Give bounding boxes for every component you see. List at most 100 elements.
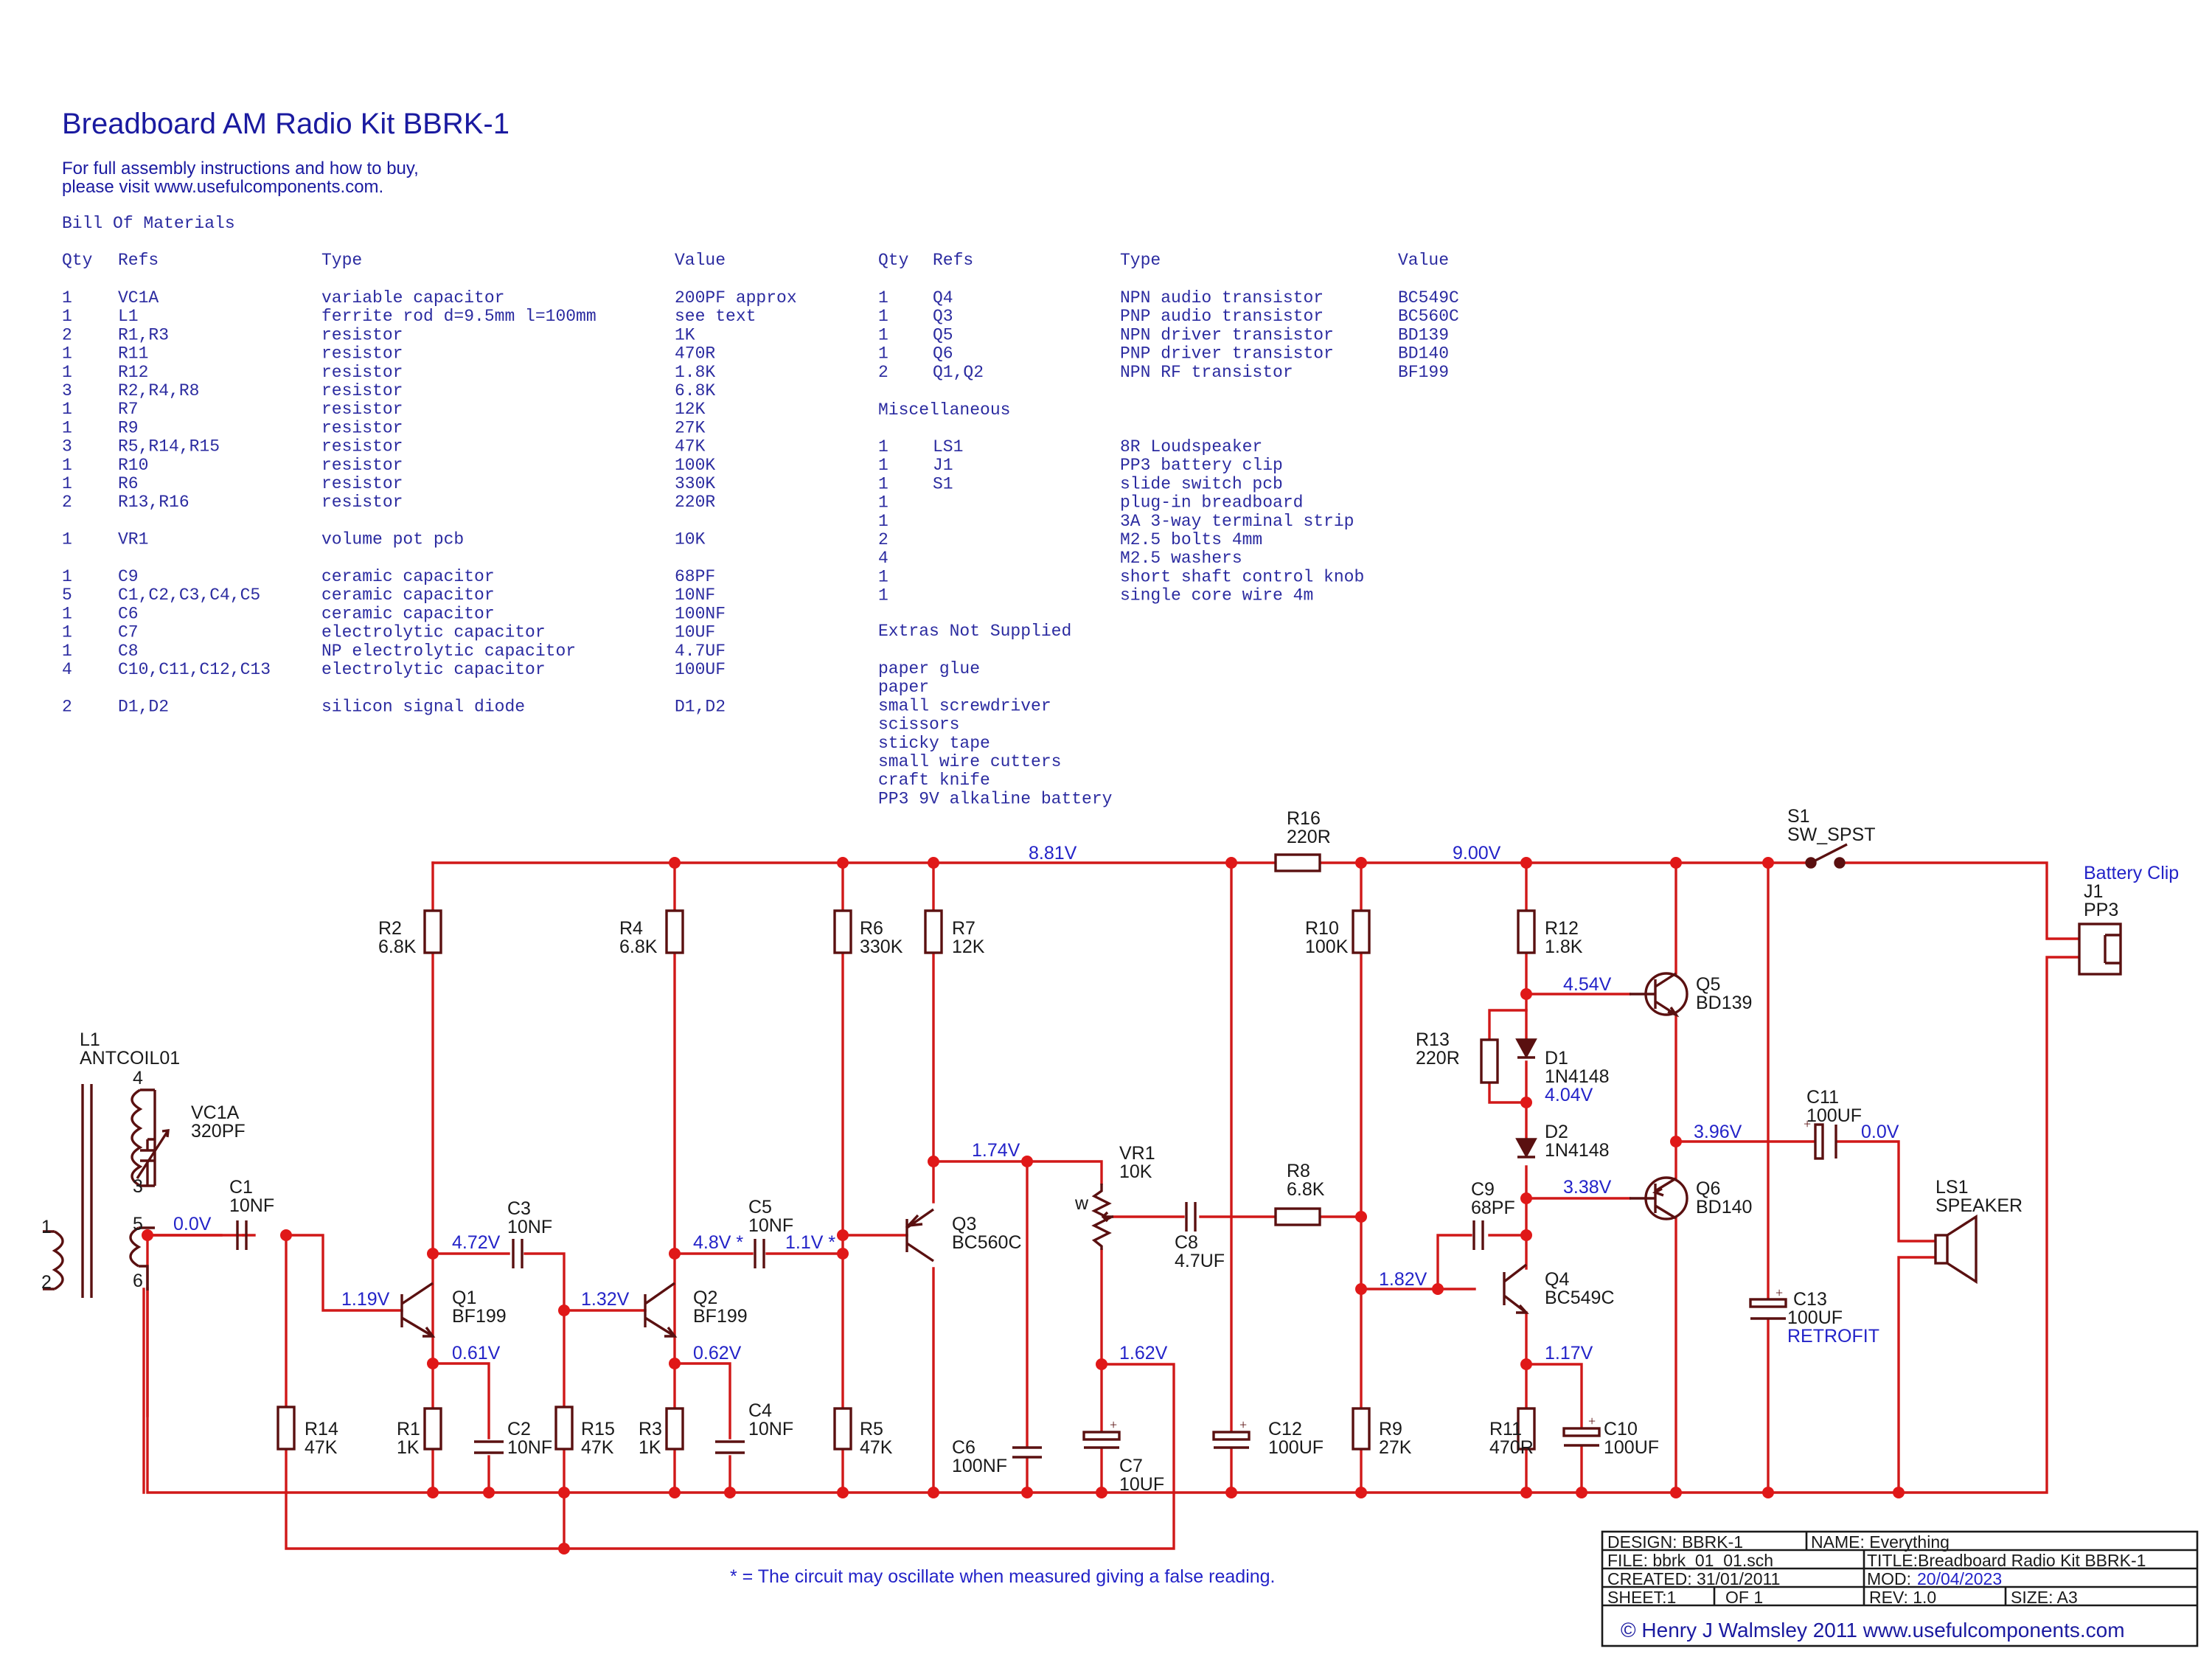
bom-cell: 1 [62,307,72,326]
voltage-1.74: 1.74V [972,1140,1020,1161]
bom-col-header: Type [321,251,362,270]
bom-cell: resistor [321,363,403,382]
bom-cell: VR1 [118,530,148,549]
tb-file: FILE: bbrk_01_01.sch [1607,1551,1773,1570]
bom-cell: 2 [62,325,72,344]
capacitor-c9 [1472,1220,1484,1250]
misc-cell: slide switch pcb [1120,474,1283,493]
bom-cell: 12K [675,400,706,419]
junction-dot [1096,1358,1107,1370]
label-c10-ref: C10 [1604,1419,1638,1439]
junction-dot [669,857,681,869]
label-c7-val: 10UF [1119,1474,1164,1495]
voltage-readings: 8.81V 9.00V 0.0V 1.19V 4.72V 0.61V 1.32V… [173,843,1899,1364]
label-r1-val: 1K [397,1437,420,1458]
capacitor-c6 [1012,1446,1042,1459]
misc-cell: M2.5 bolts 4mm [1120,530,1262,549]
bom-cell: R1,R3 [118,325,169,344]
bom-cell: R13,R16 [118,493,189,512]
capacitor-c5 [754,1239,765,1268]
label-d2-val: 1N4148 [1545,1140,1610,1161]
voltage-3.96: 3.96V [1694,1122,1742,1142]
info-line-2: please visit www.usefulcomponents.com. [62,177,383,197]
label-q2-val: BF199 [693,1306,748,1327]
tb-rev: REV: 1.0 [1869,1588,1936,1607]
voltage-1.1: 1.1V * [785,1232,835,1253]
junction-dot [558,1305,570,1316]
label-r12-ref: R12 [1545,918,1579,939]
label-q1-ref: Q1 [452,1288,476,1308]
misc-cell: 1 [878,586,888,605]
capacitor-c1 [236,1220,248,1250]
misc-cell: M2.5 washers [1120,549,1242,568]
junction-dot [1355,1211,1367,1223]
label-r15-ref: R15 [581,1419,615,1439]
bom-col-header: Refs [118,251,159,270]
resistor-r14 [276,1406,296,1451]
label-d2-ref: D2 [1545,1122,1568,1142]
junction-dot [1355,857,1367,869]
label-c9-val: 68PF [1471,1198,1515,1218]
transistor-q1 [400,1282,436,1338]
bom-cell: C7 [118,623,139,642]
label-c13-val: 100UF [1787,1307,1843,1328]
battery-clip-label: Battery Clip [2084,863,2179,883]
bom-cell: BD139 [1398,325,1449,344]
bom-cell: electrolytic capacitor [321,660,546,679]
capacitor-c7: + [1082,1417,1121,1449]
resistor-r1 [423,1407,442,1451]
speaker-ls1 [1934,1214,1978,1285]
junction-dot [1021,1156,1033,1167]
bom-cell: R11 [118,344,148,364]
label-d1-ref: D1 [1545,1048,1568,1069]
extras-item: paper [878,678,929,697]
bom-cell: R6 [118,474,139,493]
transistor-q5 [1630,972,1688,1018]
junction-dot [1762,857,1774,869]
bom-cell: resistor [321,325,403,344]
junction-dot [1670,857,1682,869]
resistor-r13 [1480,1038,1499,1084]
coil-pin-5: 5 [133,1214,143,1234]
voltage-0.61: 0.61V [452,1343,501,1364]
label-r4-ref: R4 [619,918,643,939]
extras-item: craft knife [878,771,990,790]
junction-dot [1893,1487,1905,1498]
label-r10-ref: R10 [1305,918,1339,939]
misc-cell: 1 [878,437,888,456]
resistor-r4 [665,909,684,954]
misc-cell: plug-in breadboard [1120,493,1303,513]
bom-cell: C9 [118,567,139,586]
bom-cell: 1.8K [675,363,715,382]
label-q2-ref: Q2 [693,1288,717,1308]
tb-mod-date: 20/04/2023 [1917,1569,2002,1588]
extras-item: small wire cutters [878,752,1061,771]
bom-cell: ceramic capacitor [321,586,495,605]
bom-cell: R2,R4,R8 [118,381,199,400]
coil-pin-3: 3 [133,1176,143,1197]
bom-cell: R5,R14,R15 [118,437,220,456]
bom-cell: BF199 [1398,363,1449,382]
junction-dot [669,1487,681,1498]
switch-s1 [1805,843,1848,869]
capacitor-c2 [474,1440,504,1454]
extras-item: PP3 9V alkaline battery [878,789,1113,808]
bom-cell: electrolytic capacitor [321,623,546,642]
label-c3-ref: C3 [507,1198,531,1219]
bom-cell: resistor [321,381,403,400]
voltage-1.32: 1.32V [581,1289,630,1310]
junction-dot [558,1487,570,1498]
junction-dot [837,1487,849,1498]
bom-cell: 1 [62,623,72,642]
battery-clip-j1 [2078,923,2122,976]
voltage-1.17: 1.17V [1545,1343,1593,1364]
misc-cell: 1 [878,567,888,586]
junction-dot [1520,1097,1532,1108]
components: + + + + + [43,843,2122,1459]
resistor-r3 [665,1407,684,1451]
bom-cell: NP electrolytic capacitor [321,642,576,661]
label-c2-ref: C2 [507,1419,531,1439]
resistor-r16 [1274,853,1321,872]
